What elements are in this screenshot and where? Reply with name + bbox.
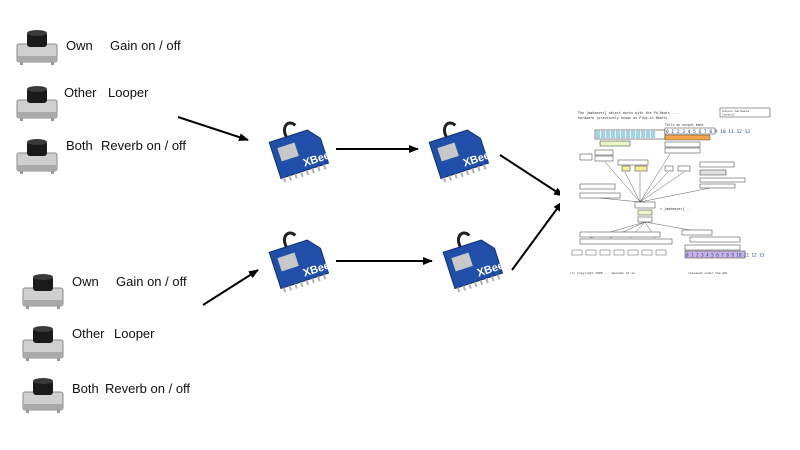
xbee-module-icon: XBee [268, 121, 332, 182]
xbee-module-icon: XBee [268, 231, 332, 292]
xbee-module-icon: XBee [428, 121, 492, 182]
svg-text:control: control [722, 113, 735, 117]
button-who-label: Own [72, 274, 99, 289]
push-button-icon [16, 86, 58, 121]
button-action-label: Gain on / off [110, 38, 181, 53]
arrow-buttons2-to-xbee3 [202, 269, 259, 306]
button-action-label: Reverb on / off [105, 381, 191, 396]
svg-text:pduino hardware: pduino hardware [722, 109, 749, 113]
svg-text:(C) Copyright 2008 ... abandon: (C) Copyright 2008 ... abandon et al [570, 271, 635, 275]
svg-text:0 1 2 3 4 5 6 7 8 9 10 11 12 1: 0 1 2 3 4 5 6 7 8 9 10 11 12 13 [686, 253, 765, 258]
button-action-label: Looper [114, 326, 155, 341]
push-button-icon [16, 139, 58, 174]
push-button-icon [16, 30, 58, 65]
xbee-module-icon: XBee [442, 231, 506, 292]
svg-text:< [makeover] ...: < [makeover] ... [660, 207, 693, 211]
svg-text:hardware (previously known as: hardware (previously known as Plug-in Be… [578, 116, 670, 120]
svg-text:released under the GPL: released under the GPL [688, 271, 728, 275]
button-action-label: Looper [108, 85, 149, 100]
button-who-label: Own [66, 38, 93, 53]
svg-text:Tells on output bank: Tells on output bank [665, 123, 703, 127]
svg-text:0 1 2 3 4 5 6 7 8 9 10 11 12 1: 0 1 2 3 4 5 6 7 8 9 10 11 12 13 [666, 129, 750, 135]
arrow-buttons1-to-xbee1 [177, 116, 249, 141]
svg-text:The [makeover] object works wi: The [makeover] object works with the Pd … [578, 111, 678, 115]
push-button-icon [22, 326, 64, 361]
button-who-label: Both [72, 381, 99, 396]
button-action-label: Reverb on / off [101, 138, 187, 153]
pd-patch-screenshot: The [makeover] object works with the Pd … [560, 100, 775, 280]
push-button-icon [22, 378, 64, 413]
push-button-icon [22, 274, 64, 309]
button-who-label: Other [64, 85, 97, 100]
arrow-xbee2-to-patch [499, 154, 564, 197]
button-who-label: Both [66, 138, 93, 153]
button-action-label: Gain on / off [116, 274, 187, 289]
arrow-xbee4-to-patch [511, 201, 563, 271]
button-who-label: Other [72, 326, 105, 341]
